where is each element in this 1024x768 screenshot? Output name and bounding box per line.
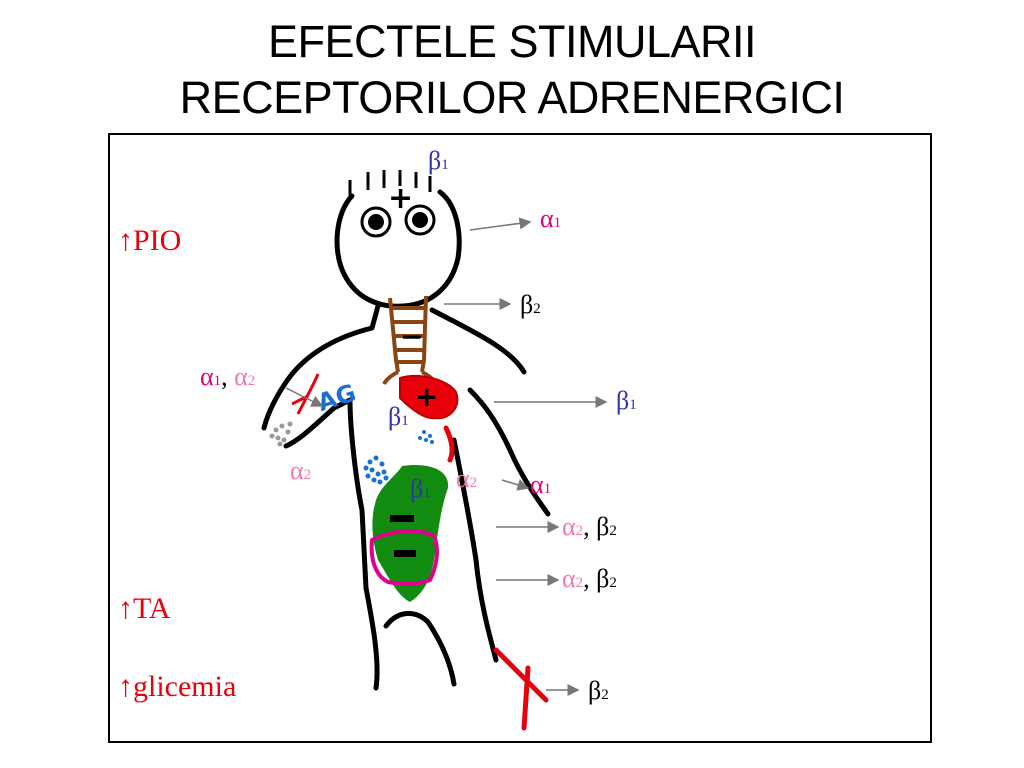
receptor-fat: β1 xyxy=(410,474,431,503)
bladder-minus xyxy=(394,550,416,557)
arrow-vessel xyxy=(285,387,324,407)
eyes-icon xyxy=(360,204,436,238)
diagram-frame xyxy=(108,133,932,743)
body-outline xyxy=(261,189,551,691)
left-leg xyxy=(363,585,380,691)
heart-icon xyxy=(399,374,459,420)
effect-glicemia: ↑glicemia xyxy=(118,670,237,703)
kidney-icon xyxy=(443,425,455,463)
heart-plus-mark: + xyxy=(415,380,438,413)
up-arrow-icon: ↑ xyxy=(118,670,133,703)
receptor-bladder: α2, β2 xyxy=(562,564,617,593)
receptor-kidney: β1 xyxy=(388,402,409,431)
arrow-eye xyxy=(469,217,532,231)
right-torso xyxy=(451,437,499,663)
crotch xyxy=(383,611,457,687)
left-arm-outline xyxy=(261,303,381,431)
bladder-icon xyxy=(369,529,439,586)
up-arrow-icon: ↑ xyxy=(118,224,133,257)
right-shoulder xyxy=(429,307,527,375)
stomach-icon xyxy=(372,464,449,602)
hair xyxy=(348,170,432,200)
up-arrow-icon: ↑ xyxy=(118,592,133,625)
arrow-sphincter xyxy=(501,479,530,491)
receptor-muscle: β2 xyxy=(588,676,609,705)
muscle-icon xyxy=(493,647,549,731)
fat-cells-icon xyxy=(363,455,389,485)
receptor-pancreas: α2 xyxy=(456,464,478,493)
receptor-eye: α1 xyxy=(540,204,562,233)
receptor-heart: β1 xyxy=(616,386,637,415)
receptor-platelet: α2 xyxy=(290,456,312,485)
title-line-2: RECEPTORILOR ADRENERGICI xyxy=(179,72,845,123)
left-arm-inner xyxy=(283,397,369,591)
trachea-minus-mark: − xyxy=(400,320,423,353)
slide-title: EFECTELE STIMULARII RECEPTORILOR ADRENER… xyxy=(0,14,1024,126)
platelet-icon xyxy=(269,421,293,447)
receptor-sphincter: α1 xyxy=(530,470,552,499)
trachea-icon xyxy=(382,295,438,385)
title-line-1: EFECTELE STIMULARII xyxy=(267,16,757,67)
pancreas-cells-icon xyxy=(418,430,434,444)
right-arm xyxy=(467,387,551,517)
receptor-gi: α2, β2 xyxy=(562,512,617,541)
blood-vessel-icon xyxy=(291,373,320,415)
receptor-bronchi: β2 xyxy=(520,290,541,319)
arrows xyxy=(285,217,608,696)
effect-pio: ↑PIO xyxy=(118,224,182,257)
stomach-minus xyxy=(390,515,414,522)
brain-plus-mark: + xyxy=(388,181,413,216)
receptor-vessels: α1, α2 xyxy=(200,362,256,391)
receptor-brain: β1 xyxy=(428,146,449,175)
effect-ta: ↑TA xyxy=(118,592,171,625)
